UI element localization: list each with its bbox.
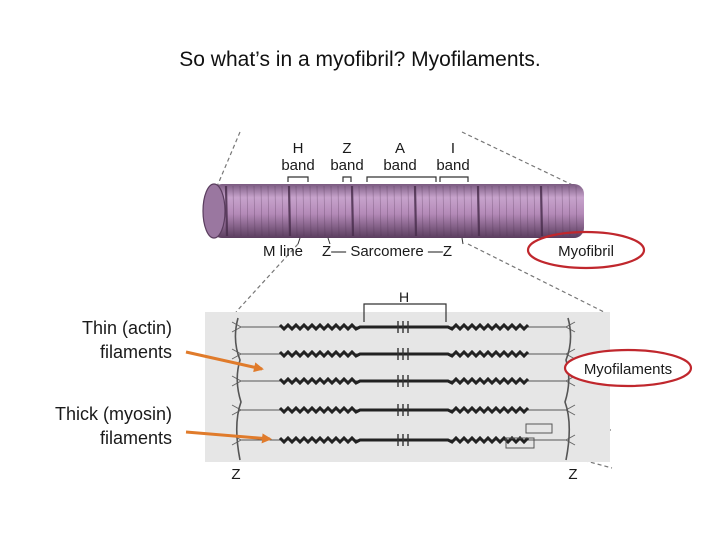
- thick-filament-arrow: [185, 430, 272, 444]
- thick-filaments-label: Thick (myosin) filaments: [55, 402, 172, 450]
- fibril-striations: [224, 185, 578, 237]
- fibril-pointer-ticks: [297, 237, 464, 245]
- z-discs: [234, 317, 572, 461]
- slide-title: So what’s in a myofibril? Myofilaments.: [179, 48, 541, 71]
- thin-filament-arrow: [185, 350, 264, 373]
- band-a-word: band: [383, 157, 416, 174]
- band-i-word: band: [436, 157, 469, 174]
- fibril-end-cap: [202, 183, 226, 239]
- fibril-body: [212, 184, 584, 238]
- band-h-word: band: [281, 157, 314, 174]
- z-left-label: Z: [231, 466, 240, 483]
- filament-rows: [231, 321, 576, 446]
- thick-label-line-1: Thick (myosin): [54, 404, 172, 424]
- myofibril-callout-label: Myofibril: [558, 243, 614, 260]
- band-labels: H band Z band A band I band: [281, 140, 469, 174]
- m-line-label: M line: [263, 243, 303, 260]
- myofibril-cylinder: [202, 183, 584, 239]
- myofilaments-callout-ring: [563, 348, 693, 388]
- myofilaments-callout-label: Myofilaments: [584, 361, 672, 378]
- thin-filaments-label: Thin (actin) filaments: [82, 316, 172, 364]
- thin-label-line-1: Thin (actin): [81, 318, 172, 338]
- band-i-letter: I: [451, 140, 455, 157]
- thick-label-line-2: filaments: [99, 428, 172, 448]
- detail-box-2: [505, 437, 535, 449]
- band-brackets: [287, 176, 469, 182]
- detail-box-1: [525, 423, 553, 434]
- sarcomere-label: Z— Sarcomere —Z: [322, 243, 452, 260]
- band-z-word: band: [330, 157, 363, 174]
- band-h-letter: H: [293, 140, 304, 157]
- h-zone-bracket: [363, 303, 447, 322]
- fibril-bottom-labels: M line Z— Sarcomere —Z: [263, 243, 452, 260]
- band-a-letter: A: [395, 140, 405, 157]
- myofibril-callout-ring: [526, 230, 646, 270]
- h-zone-label: H: [399, 289, 409, 305]
- band-z-letter: Z: [342, 140, 351, 157]
- thin-label-line-2: filaments: [99, 342, 172, 362]
- z-right-label: Z: [568, 466, 577, 483]
